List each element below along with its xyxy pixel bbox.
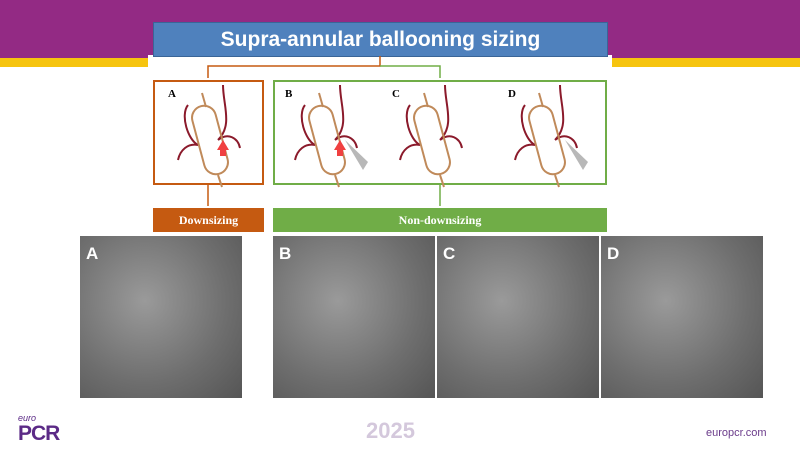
valve-schematic-b <box>294 84 358 188</box>
schematic-non-downsizing-box <box>273 80 607 185</box>
logo-top-text: euro <box>18 413 37 423</box>
image-label-a: A <box>86 244 99 263</box>
image-label-c: C <box>443 244 456 263</box>
flow-connectors <box>207 56 441 206</box>
website-link[interactable]: europcr.com <box>706 427 767 439</box>
fluoroscopy-image-d: D <box>601 236 763 398</box>
fluoroscopy-image-c: C <box>437 236 599 398</box>
red-arrow-icon <box>217 140 229 156</box>
schematic-label-b: B <box>285 88 293 100</box>
red-arrow-icon <box>334 140 346 156</box>
image-label-d: D <box>607 244 620 263</box>
fluoroscopy-image-b: B <box>273 236 435 398</box>
valve-schematic-a <box>177 84 241 188</box>
europcr-logo: euro PCR <box>18 413 60 445</box>
logo-main-text: PCR <box>18 422 60 445</box>
fluoroscopy-image-a: A <box>80 236 242 398</box>
slide-title: Supra-annular ballooning sizing <box>153 22 608 57</box>
shadow-cone <box>565 140 588 170</box>
valve-schematic-d <box>514 84 578 188</box>
image-label-b: B <box>279 244 292 263</box>
non-downsizing-label: Non-downsizing <box>273 208 607 232</box>
schematic-label-d: D <box>508 88 516 100</box>
schematic-downsizing-box <box>153 80 264 185</box>
valve-schematics <box>177 84 588 188</box>
shadow-cone <box>345 140 368 170</box>
schematic-label-a: A <box>168 88 176 100</box>
downsizing-label: Downsizing <box>153 208 264 232</box>
valve-schematic-c <box>399 84 463 188</box>
year-mark: 2025 <box>366 418 415 443</box>
schematic-label-c: C <box>392 88 400 100</box>
